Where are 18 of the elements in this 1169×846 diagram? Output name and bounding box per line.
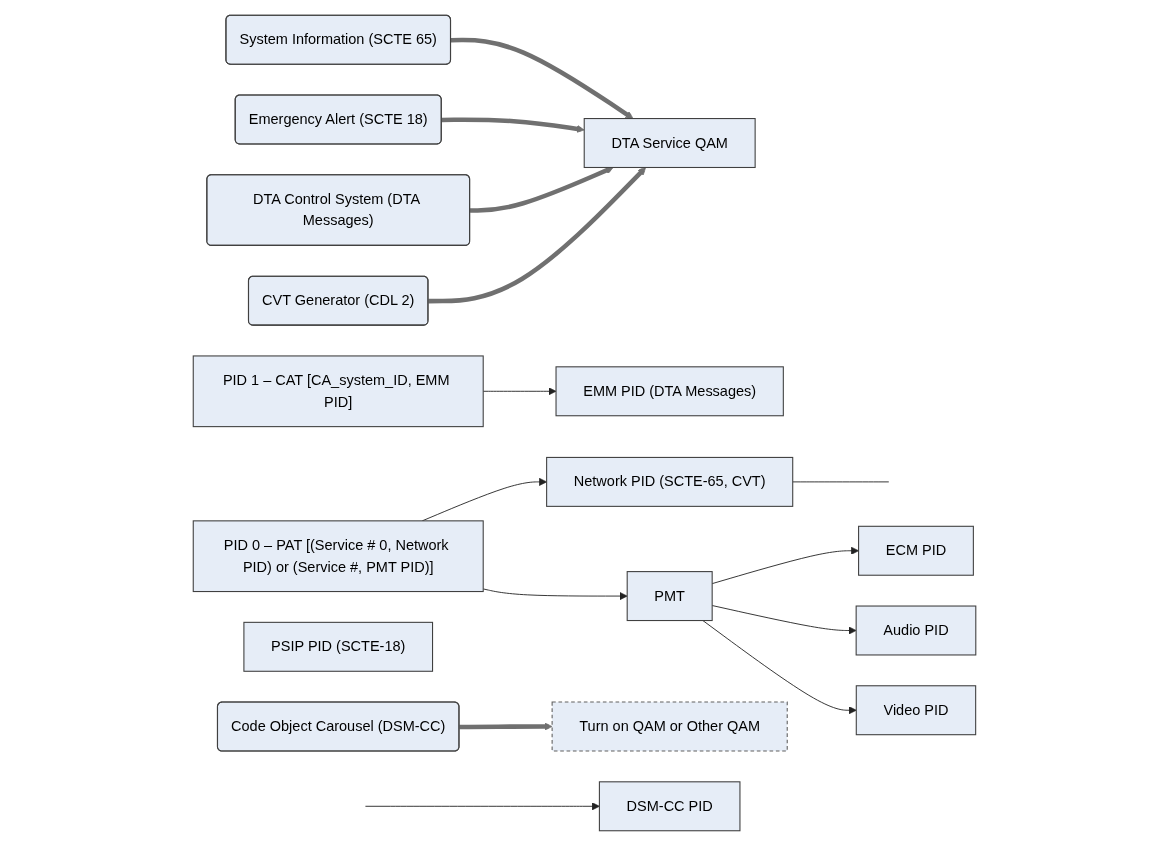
node-box: PID 0 – PAT [(Service # 0, Network PID) or (Service #, PMT PID)] [192, 520, 484, 593]
node-box: EMM PID (DTA Messages) [555, 366, 784, 417]
arrow [459, 722, 553, 731]
node-box: Audio PID [855, 605, 977, 656]
node-box: Turn on QAM or Other QAM [551, 701, 788, 752]
arrow [470, 166, 614, 213]
arrow [450, 37, 634, 119]
node-box: ECM PID [858, 525, 974, 576]
node-box: Network PID (SCTE-65, CVT) [546, 456, 794, 507]
node-box: PMT [626, 571, 713, 622]
node-box: PID 1 – CAT [CA_system_ID, EMM PID] [192, 355, 484, 428]
node-box: DTA Service QAM [583, 118, 756, 169]
arrow [441, 117, 585, 133]
arrow [428, 167, 646, 304]
connector [792, 481, 890, 483]
node-box: Video PID [855, 685, 977, 736]
node-box: DSM-CC PID [598, 781, 741, 832]
node-box: PSIP PID (SCTE-18) [243, 621, 434, 672]
